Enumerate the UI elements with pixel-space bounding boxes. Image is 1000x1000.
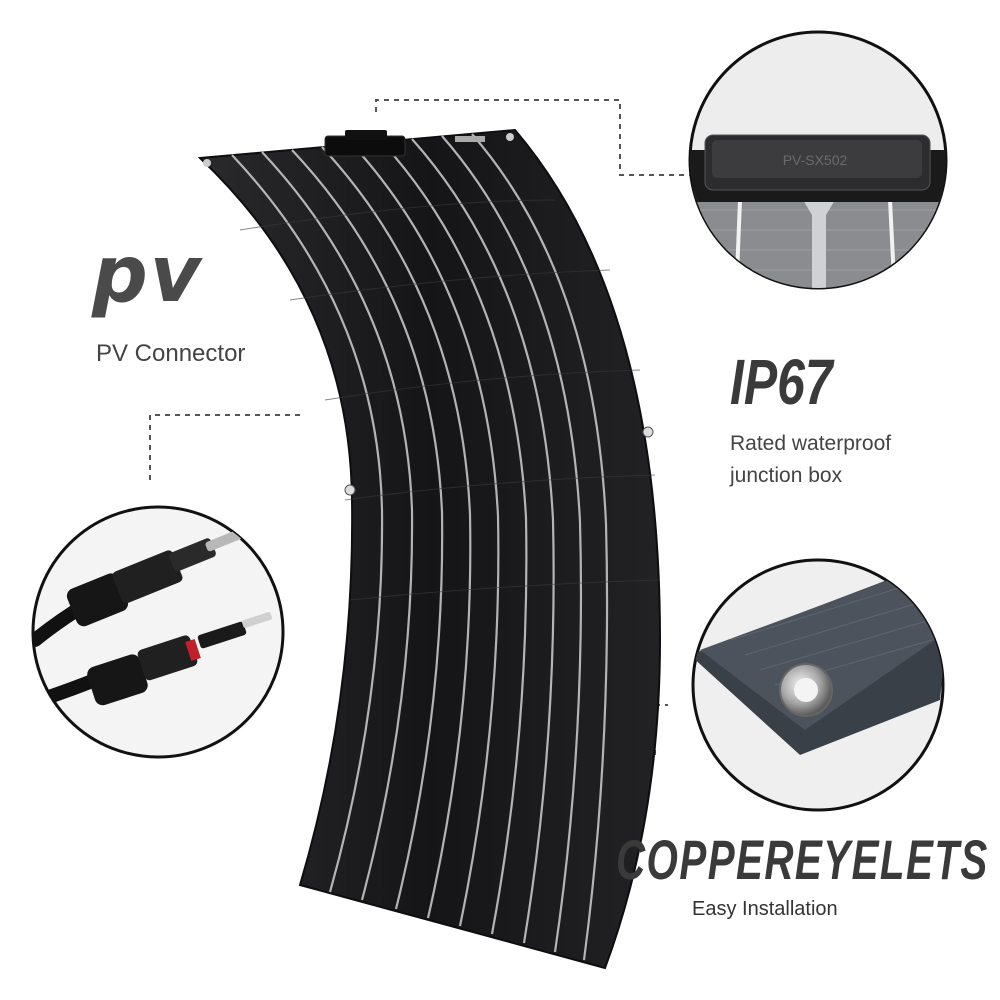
solar-panel	[197, 128, 662, 970]
ip67-title: IP67	[730, 346, 833, 418]
copper-eyelets-title: COPPEREYELETS	[616, 828, 989, 891]
ip67-description-line2: junction box	[730, 464, 843, 487]
copper-eyelet-detail	[691, 558, 945, 812]
junction-box-label: PV-SX502	[783, 152, 848, 168]
ip67-description: Rated waterproof junction box	[730, 428, 950, 492]
junction-box-detail: PV-SX502	[688, 30, 948, 290]
easy-installation-label: Easy Installation	[692, 898, 838, 920]
ip67-description-line1: Rated waterproof	[730, 432, 892, 455]
pv-connector-label: PV Connector	[96, 340, 246, 367]
pv-title: pv	[92, 230, 203, 320]
pv-connector-detail	[31, 505, 285, 759]
